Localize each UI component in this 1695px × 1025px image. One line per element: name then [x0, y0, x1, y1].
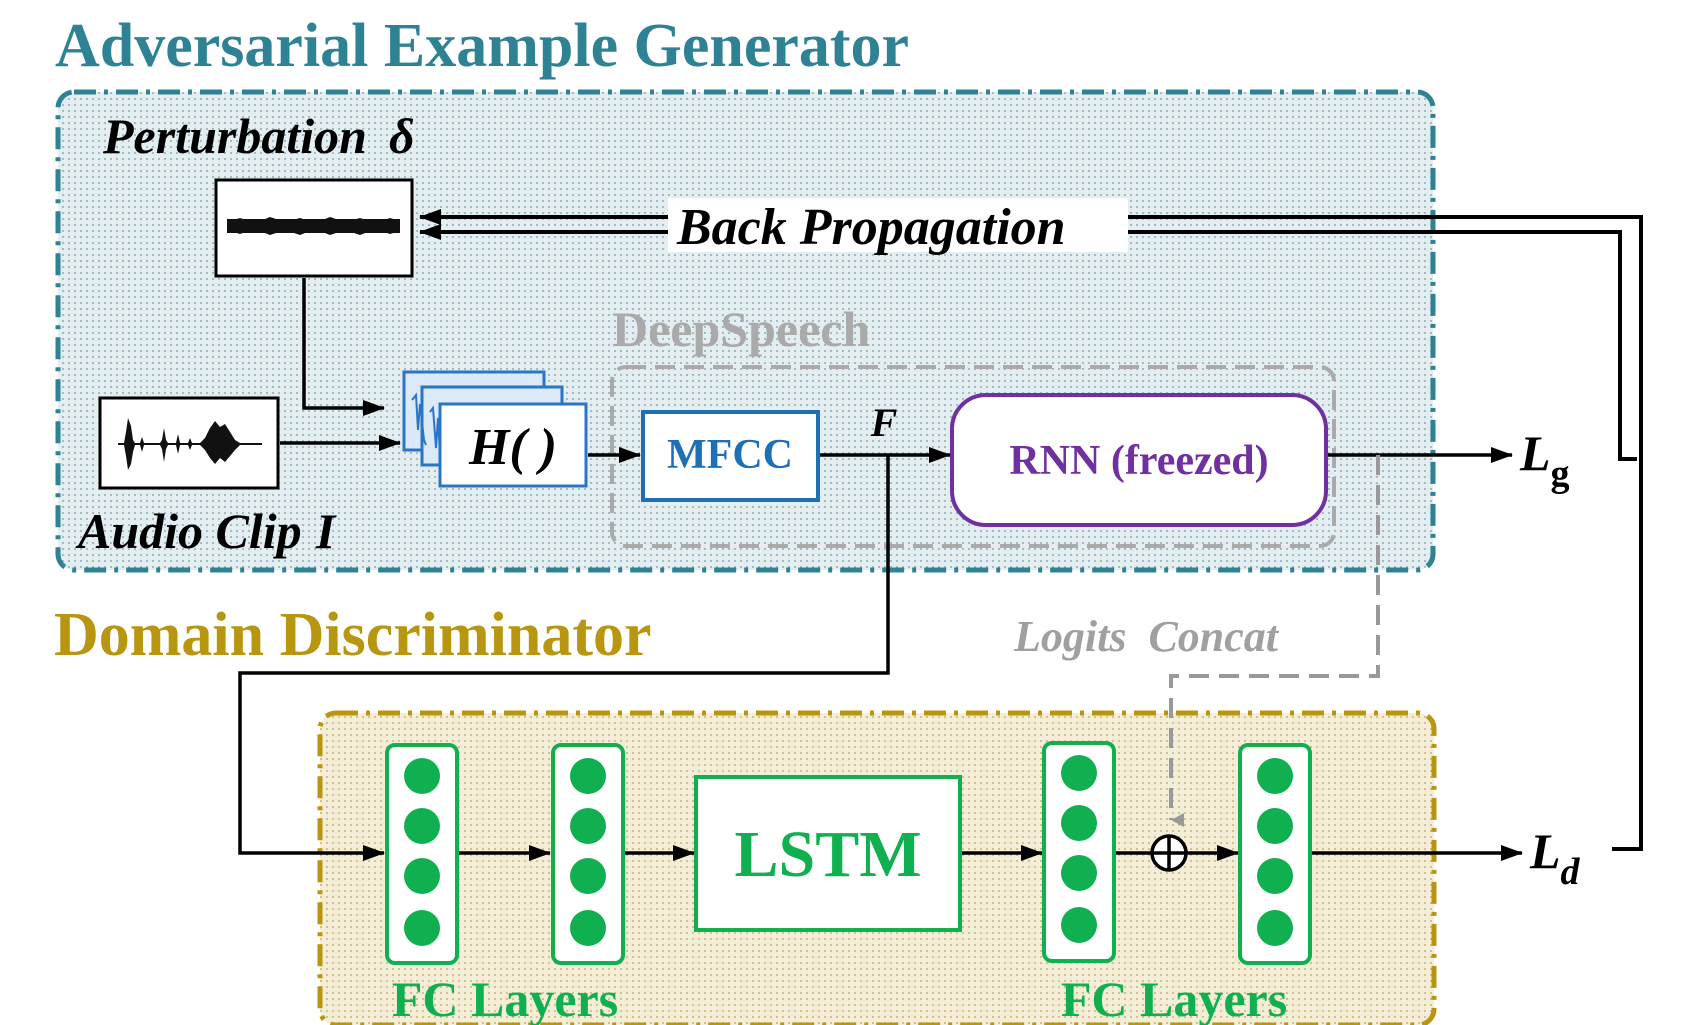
neuron [1257, 858, 1293, 894]
fc-layer-4 [1238, 743, 1312, 965]
fc-layers-label-left: FC Layers [392, 971, 618, 1025]
loss-g-label: Lg [1519, 425, 1570, 495]
rnn-label: RNN (freezed) [1009, 438, 1268, 484]
generator-flow-arrows [280, 278, 1513, 463]
mfcc-box [641, 410, 820, 502]
neuron [404, 858, 440, 894]
lstm-label: LSTM [734, 818, 921, 891]
neuron [1257, 910, 1293, 946]
back-propagation-label-bg [668, 198, 1128, 252]
feature-label: F [870, 400, 898, 445]
h-function-box [438, 402, 588, 488]
deepspeech-label: DeepSpeech [612, 301, 870, 357]
neuron [1257, 758, 1293, 794]
neuron [570, 858, 606, 894]
neuron [570, 758, 606, 794]
rnn-box [950, 393, 1328, 527]
neuron [1257, 808, 1293, 844]
h-function-label: H( ) [468, 419, 557, 476]
mfcc-label: MFCC [667, 432, 793, 478]
lstm-box [694, 775, 962, 932]
neuron [1061, 855, 1097, 891]
feature-to-discriminator-connector [238, 455, 890, 861]
concat-operator-icon [1150, 834, 1188, 872]
speech-waveform-icon [118, 418, 262, 470]
fc-layer-1 [385, 743, 459, 965]
fc-layer-2 [551, 743, 625, 965]
noise-waveform-icon [227, 217, 400, 235]
logits-concat-connector [1169, 455, 1380, 827]
neuron [1061, 805, 1097, 841]
generator-title: Adversarial Example Generator [55, 12, 909, 80]
neuron [404, 758, 440, 794]
neuron [570, 808, 606, 844]
neuron [570, 910, 606, 946]
fc-layer-3 [1042, 741, 1116, 963]
neuron [1061, 907, 1097, 943]
neuron [404, 808, 440, 844]
neuron [404, 910, 440, 946]
fc-layers-label-right: FC Layers [1061, 971, 1287, 1025]
logits-concat-label: Logits Concat [1013, 612, 1280, 661]
back-propagation-label: Back Propagation [676, 199, 1066, 256]
loss-d-label: Ld [1529, 823, 1581, 893]
neuron [1061, 755, 1097, 791]
discriminator-title: Domain Discriminator [54, 601, 652, 669]
